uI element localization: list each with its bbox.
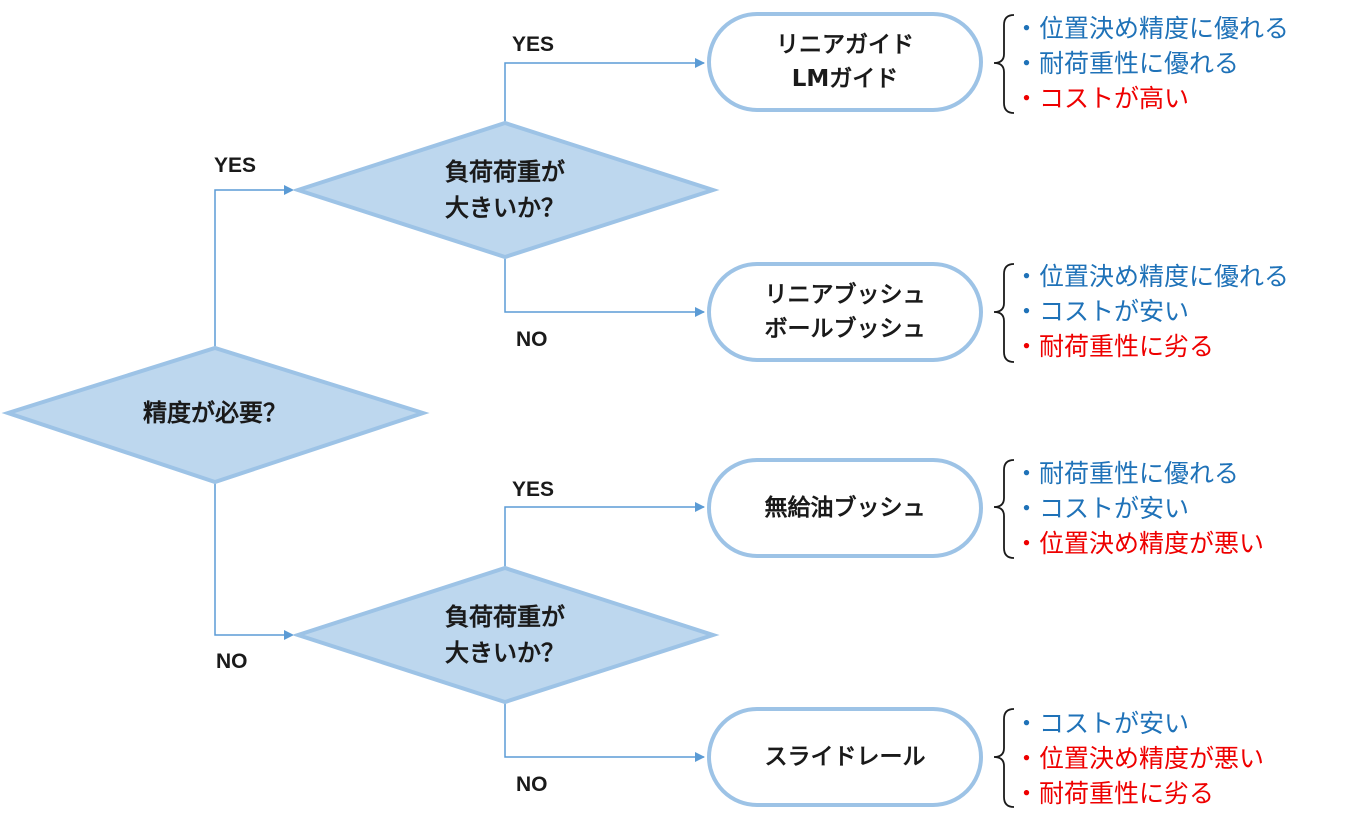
decision-lower-shape <box>291 565 720 705</box>
note-bracket <box>993 459 1015 559</box>
decision-root-shape <box>1 345 430 485</box>
outcome-notes-slide-rail: ・コストが安い ・位置決め精度が悪い ・耐荷重性に劣る <box>1014 706 1264 811</box>
note-item: ・耐荷重性に優れる <box>1014 459 1240 488</box>
connector-root-yes <box>214 185 294 348</box>
outcome-label-linear-bushing: リニアブッシュ ボールブッシュ <box>764 282 926 342</box>
note-bracket <box>993 14 1015 114</box>
note-item: ・コストが高い <box>1014 84 1190 113</box>
connector-upper-yes <box>504 58 705 123</box>
outcome-boxes <box>707 12 983 807</box>
note-item: ・耐荷重性に優れる <box>1014 49 1240 78</box>
decision-diamonds <box>1 120 720 705</box>
outcome-label-oilless-bushing: 無給油ブッシュ <box>764 495 926 521</box>
outcome-box-shape <box>707 12 983 112</box>
note-item: ・位置決め精度に優れる <box>1014 262 1290 291</box>
note-item: ・位置決め精度が悪い <box>1014 744 1265 773</box>
decision-upper-shape <box>291 120 720 260</box>
edge-label-lower-no: NO <box>516 773 548 796</box>
note-brackets <box>993 14 1015 808</box>
note-item: ・位置決め精度が悪い <box>1014 529 1265 558</box>
outcome-label-slide-rail: スライドレール <box>764 744 926 770</box>
connectors <box>214 58 705 762</box>
edge-label-lower-yes: YES <box>512 478 555 501</box>
outcome-box-shape <box>707 458 983 558</box>
decision-root-label: 精度が必要？ <box>143 399 287 427</box>
connector-upper-no <box>504 257 705 317</box>
edge-label-upper-yes: YES <box>512 33 555 56</box>
connector-lower-no <box>504 702 705 762</box>
outcome-notes-linear-bushing: ・位置決め精度に優れる ・コストが安い ・耐荷重性に劣る <box>1014 259 1289 364</box>
note-bracket <box>993 708 1015 808</box>
note-item: ・耐荷重性に劣る <box>1014 332 1215 361</box>
note-item: ・コストが安い <box>1014 494 1190 523</box>
connector-root-no <box>214 482 294 640</box>
decision-lower-label: 負荷荷重が 大きいか？ <box>445 603 565 667</box>
edge-label-root-yes: YES <box>214 154 257 177</box>
note-item: ・コストが安い <box>1014 297 1190 326</box>
edge-label-root-no: NO <box>216 650 248 673</box>
connector-lower-yes <box>504 502 705 568</box>
note-item: ・位置決め精度に優れる <box>1014 14 1290 43</box>
edge-label-upper-no: NO <box>516 328 548 351</box>
outcome-box-shape <box>707 707 983 807</box>
outcome-label-linear-guide: リニアガイド LMガイド <box>776 32 914 92</box>
note-item: ・コストが安い <box>1014 709 1190 738</box>
note-item: ・耐荷重性に劣る <box>1014 779 1215 808</box>
outcome-notes-linear-guide: ・位置決め精度に優れる ・耐荷重性に優れる ・コストが高い <box>1014 11 1289 116</box>
outcome-box-shape <box>707 262 983 362</box>
outcome-notes-oilless-bushing: ・耐荷重性に優れる ・コストが安い ・位置決め精度が悪い <box>1014 456 1264 561</box>
decision-upper-label: 負荷荷重が 大きいか？ <box>445 158 565 222</box>
note-bracket <box>993 263 1015 363</box>
